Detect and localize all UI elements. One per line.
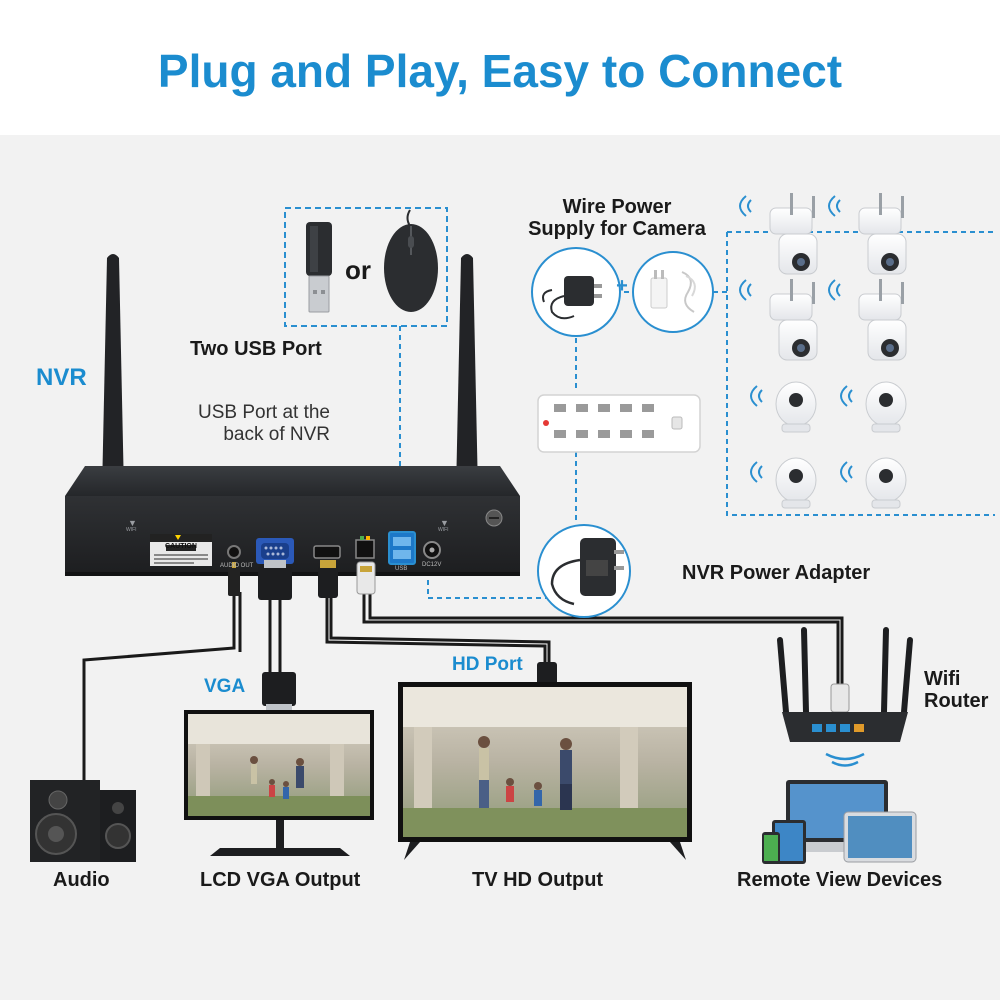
camera-icon <box>739 193 818 275</box>
monitor-icon <box>184 710 374 856</box>
cable-connectors <box>228 560 850 713</box>
camera-icon <box>750 457 817 509</box>
camera-icon <box>739 279 818 361</box>
phone-icon <box>762 832 780 864</box>
camera-icon <box>840 381 907 433</box>
power-strip-icon <box>537 394 701 453</box>
wire-power-line2: Supply for Camera <box>528 218 706 240</box>
wire-power-line1: Wire Power <box>562 196 672 218</box>
cables <box>82 558 844 784</box>
router-label: Router <box>924 690 989 712</box>
or-label: or <box>345 255 371 285</box>
usb-port-label: USB <box>395 566 408 572</box>
usb-note-line2: back of NVR <box>223 424 330 445</box>
vga-label: VGA <box>204 676 246 697</box>
camera-grid <box>739 193 907 509</box>
plus-sign: + <box>616 275 628 297</box>
page-title: Plug and Play, Easy to Connect <box>157 45 843 97</box>
speaker-icon <box>30 780 136 862</box>
nvr-power-adapter-label: NVR Power Adapter <box>682 562 871 584</box>
router-icon <box>777 627 913 767</box>
wifi-right-label: WIFI <box>438 527 449 533</box>
nvr-power-adapter-icon <box>537 524 631 618</box>
usb-dongle-icon <box>306 222 332 313</box>
tablet-icon <box>843 811 917 863</box>
camera-icon <box>750 381 817 433</box>
dc12v-port-label: DC12V <box>422 562 442 568</box>
camera-icon <box>840 457 907 509</box>
lcd-vga-output-label: LCD VGA Output <box>200 869 361 891</box>
audio-out-port-label: AUDIO OUT <box>220 563 254 569</box>
mouse-icon <box>384 209 438 312</box>
power-adapter-icon <box>531 247 621 337</box>
nvr-label: NVR <box>36 364 87 391</box>
wifi-label: Wifi <box>924 668 961 690</box>
usb-heading: Two USB Port <box>190 338 322 360</box>
camera-icon <box>828 193 907 275</box>
tv-hd-output-label: TV HD Output <box>472 869 604 891</box>
camera-icon <box>828 279 907 361</box>
tv-icon <box>398 682 692 860</box>
svg-text:▼: ▼ <box>440 518 449 528</box>
usb-note-line1: USB Port at the <box>197 402 330 423</box>
vga-port <box>256 538 294 564</box>
power-supply-icon <box>632 251 714 333</box>
audio-label: Audio <box>53 869 110 891</box>
svg-text:▼: ▼ <box>128 518 137 528</box>
caution-label: CAUTION <box>165 543 197 550</box>
usb-ports <box>388 531 416 565</box>
usb-accessories-box <box>284 207 448 327</box>
hd-port-label: HD Port <box>452 654 523 675</box>
remote-view-devices-label: Remote View Devices <box>737 869 943 891</box>
wifi-left-label: WIFI <box>126 527 137 533</box>
nvr-device: ▼ ▼ <box>65 466 520 576</box>
